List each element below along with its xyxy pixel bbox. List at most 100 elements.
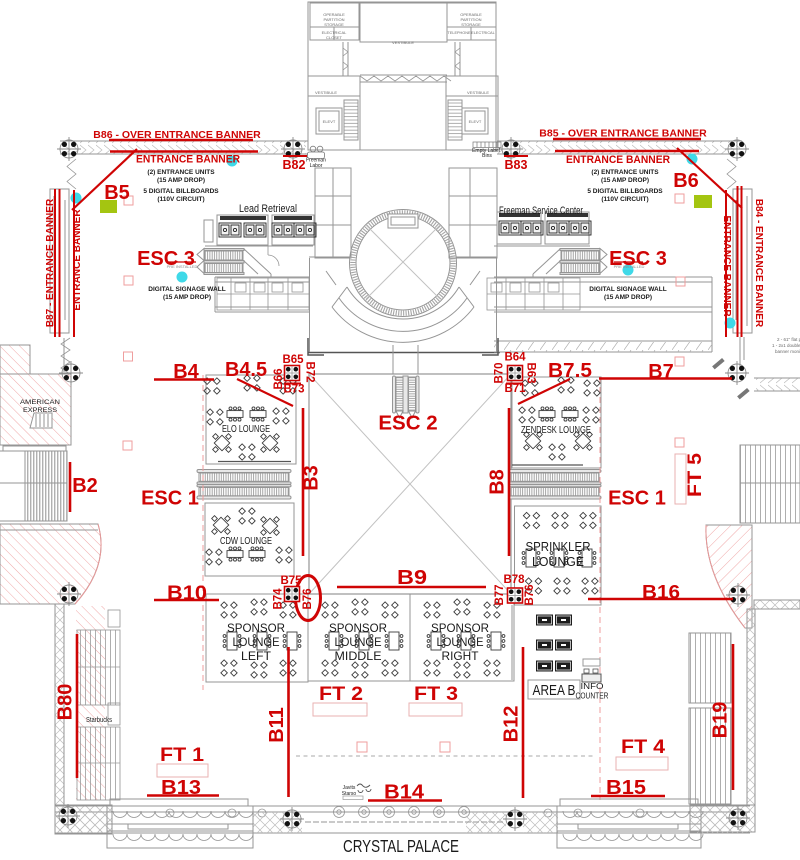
svg-text:B71: B71 [504,383,526,395]
svg-text:CRYSTAL PALACE: CRYSTAL PALACE [343,836,459,856]
svg-text:ESC 3: ESC 3 [137,248,195,270]
svg-text:B13: B13 [161,777,201,799]
svg-text:B8: B8 [487,469,509,495]
svg-text:SPRINKLER: SPRINKLER [526,539,591,554]
svg-text:INFO: INFO [581,681,604,691]
svg-text:SPONSOR: SPONSOR [329,621,387,635]
svg-text:B82: B82 [283,158,306,172]
svg-text:(15 AMP DROP): (15 AMP DROP) [157,177,205,184]
svg-text:Bins: Bins [482,153,492,159]
svg-text:B7.5: B7.5 [548,360,592,382]
svg-text:B80: B80 [55,684,77,721]
svg-text:B14: B14 [384,782,425,804]
svg-text:CDW LOUNGE: CDW LOUNGE [220,535,272,547]
svg-text:Starbucks: Starbucks [86,717,112,724]
svg-text:(2) ENTRANCE UNITS: (2) ENTRANCE UNITS [591,169,659,176]
svg-text:Labor: Labor [310,163,323,169]
svg-text:ESC 2: ESC 2 [378,412,437,435]
svg-text:B76: B76 [302,588,314,609]
svg-text:ENTRANCE BANNER: ENTRANCE BANNER [72,209,83,311]
svg-text:ELEVT: ELEVT [323,119,336,124]
svg-text:OPERABLE: OPERABLE [460,12,482,17]
svg-text:5 DIGITAL BILLBOARDS: 5 DIGITAL BILLBOARDS [143,188,219,195]
svg-text:LOUNGE: LOUNGE [233,635,280,649]
svg-text:B64: B64 [504,352,526,364]
svg-text:Empty Label: Empty Label [472,148,500,154]
svg-text:B2: B2 [72,475,98,497]
svg-text:5 DIGITAL BILLBOARDS: 5 DIGITAL BILLBOARDS [587,188,663,195]
svg-text:ELO LOUNGE: ELO LOUNGE [222,423,270,435]
svg-text:ESC 1: ESC 1 [141,488,199,510]
svg-text:B78: B78 [503,574,525,586]
svg-text:LOUNGE: LOUNGE [532,554,584,569]
svg-text:RIGHT: RIGHT [442,649,480,663]
svg-text:STORAGE: STORAGE [461,22,481,27]
svg-text:FT 5: FT 5 [684,453,706,497]
svg-text:FT 1: FT 1 [160,744,204,766]
svg-text:AREA B: AREA B [533,683,576,699]
svg-text:LOUNGE: LOUNGE [335,635,382,649]
svg-text:B9: B9 [397,567,427,589]
svg-text:(110V CIRCUIT): (110V CIRCUIT) [601,196,648,203]
svg-text:B83: B83 [505,158,528,172]
svg-text:AMERICAN: AMERICAN [20,399,60,406]
svg-text:EXPRESS: EXPRESS [23,407,58,414]
svg-text:ENTRANCE BANNER: ENTRANCE BANNER [721,215,732,317]
svg-text:B15: B15 [606,777,646,799]
svg-text:B11: B11 [266,707,288,743]
svg-text:B75: B75 [280,575,302,587]
svg-text:ELEVT: ELEVT [469,119,482,124]
svg-text:ELECTRICAL: ELECTRICAL [471,31,494,35]
svg-text:B3: B3 [301,465,323,491]
svg-text:B19: B19 [710,702,732,739]
svg-text:B76: B76 [524,584,536,605]
svg-text:2 - 61" flat panel monitors: 2 - 61" flat panel monitors [777,337,800,342]
svg-text:VESTIBULE: VESTIBULE [467,90,489,95]
svg-text:CLOSET: CLOSET [326,35,343,40]
svg-text:(110V CIRCUIT): (110V CIRCUIT) [157,196,204,203]
svg-text:B16: B16 [642,582,680,604]
svg-text:VESTIBULE: VESTIBULE [392,40,414,45]
svg-text:FT 3: FT 3 [414,683,458,705]
svg-text:OPERABLE: OPERABLE [323,12,345,17]
svg-text:B10: B10 [167,583,207,605]
svg-text:(2) ENTRANCE UNITS: (2) ENTRANCE UNITS [147,169,215,176]
svg-text:PRE INSTALLED: PRE INSTALLED [167,264,198,269]
svg-text:Freeman: Freeman [306,158,326,164]
svg-text:B4: B4 [173,361,199,383]
svg-text:PARTITION: PARTITION [324,17,345,22]
svg-text:banner monitors on dual: banner monitors on dual [775,349,800,354]
svg-text:PARTITION: PARTITION [461,17,482,22]
svg-text:B73: B73 [283,384,304,396]
svg-text:COUNTER: COUNTER [576,691,609,701]
svg-text:SPONSOR: SPONSOR [431,621,489,635]
svg-text:ELECTRICAL: ELECTRICAL [322,30,347,35]
svg-text:VESTIBULE: VESTIBULE [315,90,337,95]
svg-text:Starso: Starso [342,791,357,797]
svg-text:ESC 3: ESC 3 [609,248,667,270]
svg-text:DIGITAL SIGNAGE WALL: DIGITAL SIGNAGE WALL [589,286,666,293]
svg-text:B4.5: B4.5 [225,359,267,381]
svg-text:B86 - OVER ENTRANCE BANNER: B86 - OVER ENTRANCE BANNER [93,129,261,141]
svg-text:B66: B66 [273,368,285,389]
svg-text:1 - 2x1 double stack of 46": 1 - 2x1 double stack of 46" [772,343,800,348]
svg-text:SPONSOR: SPONSOR [227,621,285,635]
svg-text:B77: B77 [494,584,506,605]
svg-text:B74: B74 [273,588,285,610]
svg-text:Freeman Service Center: Freeman Service Center [499,205,583,217]
svg-text:FT 4: FT 4 [621,736,665,758]
svg-text:B7: B7 [648,361,674,383]
svg-text:B5: B5 [104,182,130,204]
svg-text:ZENDESK LOUNGE: ZENDESK LOUNGE [521,424,591,436]
svg-text:(15 AMP DROP): (15 AMP DROP) [601,177,649,184]
svg-text:TELEPHONE: TELEPHONE [448,31,471,35]
svg-text:Javits: Javits [343,785,356,791]
svg-text:B85 - OVER ENTRANCE BANNER: B85 - OVER ENTRANCE BANNER [539,128,707,140]
svg-text:Lead Retrieval: Lead Retrieval [239,203,297,215]
svg-text:STORAGE: STORAGE [324,22,344,27]
svg-text:B65: B65 [282,354,304,366]
svg-text:B63: B63 [525,362,537,383]
svg-text:B6: B6 [673,170,699,192]
svg-text:(15 AMP DROP): (15 AMP DROP) [604,294,652,301]
svg-text:(15 AMP DROP): (15 AMP DROP) [163,294,211,301]
